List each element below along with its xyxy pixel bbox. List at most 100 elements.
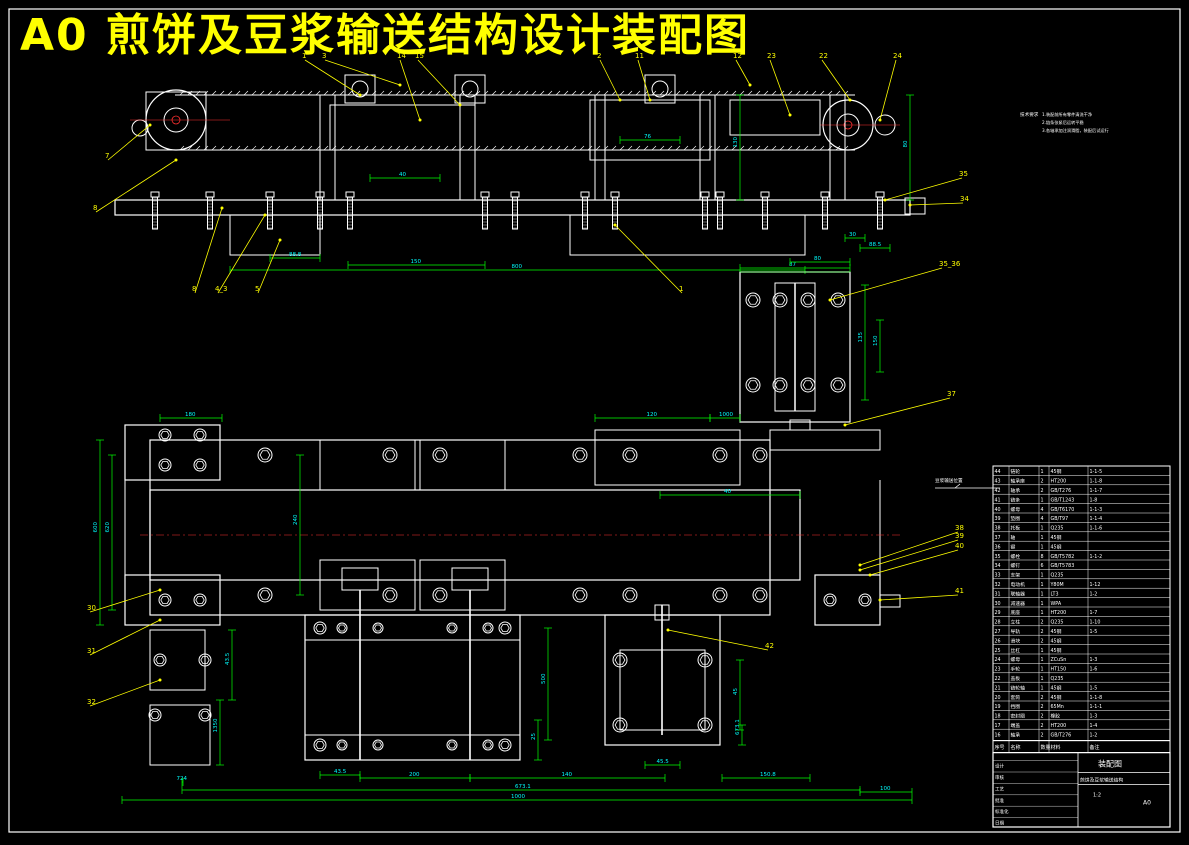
chain-tooth [379, 90, 385, 96]
bolt-hex [802, 295, 814, 305]
frame-bolt [432, 587, 448, 603]
chain-tooth [715, 90, 721, 96]
bom-cell: 1 [1041, 657, 1044, 663]
bom-cell: 1-1-2 [1090, 554, 1103, 560]
leader-line [217, 214, 266, 294]
title-block-label: 工艺 [995, 786, 1004, 792]
nut [482, 739, 494, 751]
bearing-block [454, 74, 486, 104]
chain-tooth [643, 145, 649, 151]
anchor-bolt [265, 191, 275, 198]
bom-cell: GB/T97 [1051, 516, 1069, 522]
leader-dot [618, 98, 622, 102]
bom-cell: 联轴器 [1011, 590, 1026, 597]
chain-tooth [403, 90, 409, 96]
chain-tooth [339, 90, 345, 96]
notes-line: 3.各轴承加注润滑脂，装配后试运行 [1042, 127, 1109, 134]
anchor-bolt [875, 191, 885, 198]
dimension-value: 40 [399, 172, 406, 178]
bom-cell: 44 [995, 469, 1001, 475]
bolt-hex [160, 430, 170, 440]
title-block-name: 装配图 [1098, 759, 1122, 769]
leader-line [879, 594, 959, 601]
bom-cell: 16 [995, 732, 1001, 738]
chain-tooth [579, 145, 585, 151]
bom-cell: 26 [995, 638, 1001, 644]
bom-cell: 滑块 [1011, 637, 1021, 644]
leader-line [614, 224, 683, 294]
dimension-value: 88.8 [289, 252, 302, 258]
dimension-value: 140 [562, 772, 573, 778]
leader-dot [398, 83, 402, 87]
bom-cell: GB/T276 [1051, 488, 1072, 494]
drive-gearbox-bottom [124, 574, 221, 626]
chain-tooth [667, 90, 673, 96]
dimension-value: 130 [733, 137, 739, 148]
chain-tooth [611, 145, 617, 151]
bom-cell: 1 [1041, 676, 1044, 682]
bom-cell: 密封圈 [1011, 713, 1026, 720]
part-balloon: 34 [960, 195, 969, 203]
bom-cell: 27 [995, 629, 1001, 635]
dispenser-bolt [697, 717, 713, 733]
leader-line [879, 59, 897, 121]
dimension-value: 800 [512, 264, 523, 270]
bom-cell: 33 [995, 573, 1001, 579]
part-balloon: 8 [93, 204, 97, 212]
bom-cell: 1 [1041, 469, 1044, 475]
bom-cell: 橡胶 [1051, 713, 1061, 720]
part-balloon: 31 [87, 647, 96, 655]
leader-dot [748, 83, 752, 87]
chain-tooth [675, 145, 681, 151]
chain-tooth [539, 90, 545, 96]
chain-tooth [459, 90, 465, 96]
chain-tooth [299, 90, 305, 96]
dimension-value: 673.1 [515, 784, 531, 790]
chain-tooth [691, 90, 697, 96]
leader-dot [220, 206, 224, 210]
dimension-value: 30 [849, 232, 856, 238]
anchor-bolt [610, 191, 620, 198]
chain-tooth [507, 90, 513, 96]
leader-dot [158, 618, 162, 622]
leader-line [399, 59, 421, 121]
dimension-value: 88.5 [869, 242, 882, 248]
leader-dot [878, 118, 882, 122]
bolt-hex [624, 450, 636, 460]
chain-tooth [219, 90, 225, 96]
bom-cell: LT3 [1051, 591, 1059, 597]
gearbox-bolt [153, 653, 167, 667]
chain-tooth [347, 145, 353, 151]
bom-cell: 键 [1011, 543, 1016, 550]
belt-tray [419, 439, 506, 491]
chain-tooth [515, 90, 521, 96]
nut [336, 622, 348, 634]
bom-cell: 28 [995, 620, 1001, 626]
bom-cell: 2 [1041, 638, 1044, 644]
bom-cell: 盖板 [1011, 675, 1021, 682]
bom-cell: 丝杠 [1011, 647, 1021, 654]
bom-cell: 1 [1041, 591, 1044, 597]
chain-tooth [707, 90, 713, 96]
bom-cell: 套筒 [1011, 694, 1021, 701]
dimension-value: 1350 [213, 718, 219, 732]
part-balloon: 23 [767, 52, 776, 60]
anchor-bolt [700, 191, 710, 198]
frame-bolt [382, 587, 398, 603]
chain-tooth [187, 145, 193, 151]
chain-tooth [603, 90, 609, 96]
bom-cell: 2 [1041, 629, 1044, 635]
bolt-hex [315, 623, 325, 633]
bom-header-cell: 数量 [1041, 744, 1051, 751]
side-bolt [745, 377, 761, 393]
bom-cell: 45钢 [1051, 637, 1062, 644]
chain-tooth [499, 90, 505, 96]
drive-gearbox-top [124, 424, 221, 481]
chain-tooth [699, 90, 705, 96]
bolt-hex [160, 595, 170, 605]
bom-cell: 1-1-8 [1090, 479, 1103, 485]
chain-tooth [675, 90, 681, 96]
bom-cell: Q235 [1051, 526, 1064, 532]
bolt-hex [374, 741, 382, 749]
title-block-label: 审核 [995, 774, 1004, 781]
